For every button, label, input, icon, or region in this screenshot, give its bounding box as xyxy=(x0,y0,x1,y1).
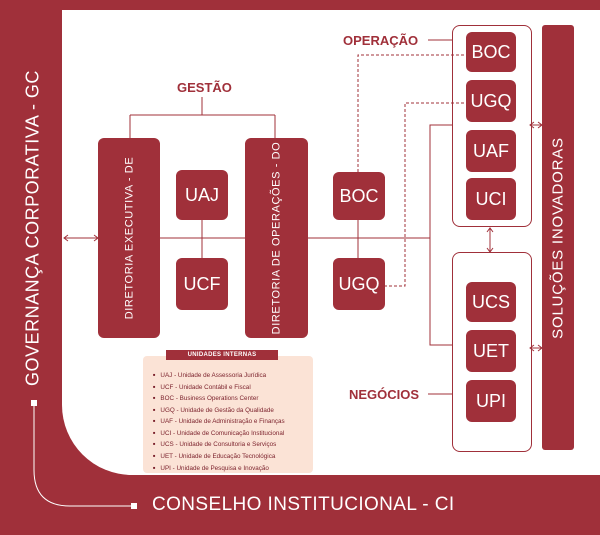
op-boc-box: BOC xyxy=(466,32,516,72)
gc-connector-dot xyxy=(31,400,37,406)
diretoria-executiva-box: DIRETORIA EXECUTIVA - DE xyxy=(98,138,160,338)
neg-upi-label: UPI xyxy=(475,390,506,411)
legend-item-uaj: UAJ - Unidade de Assessoria Jurídica xyxy=(153,370,285,382)
diretoria-operacoes-box: DIRETORIA DE OPERAÇÕES - DO xyxy=(245,138,308,338)
solucoes-inovadoras-box xyxy=(542,25,574,450)
do-boc-box: BOC xyxy=(333,172,385,220)
do-ugq-label: UGQ xyxy=(338,273,380,294)
legend-item-ucs: UCS - Unidade de Consultoria e Serviços xyxy=(153,439,285,451)
legend-item-ugq: UGQ - Unidade de Gestão da Qualidade xyxy=(153,405,285,417)
legend-panel: UAJ - Unidade de Assessoria Jurídica UCF… xyxy=(143,356,313,473)
op-uci-label: UCI xyxy=(475,188,507,209)
gestao-label: GESTÃO xyxy=(177,80,232,95)
op-uaf-box: UAF xyxy=(466,130,516,172)
legend-title: UNIDADES INTERNAS xyxy=(166,350,278,360)
legend-list: UAJ - Unidade de Assessoria Jurídica UCF… xyxy=(153,370,285,475)
neg-ucs-label: UCS xyxy=(471,291,510,312)
ucf-label: UCF xyxy=(183,273,221,294)
legend-item-boc: BOC - Business Operations Center xyxy=(153,393,285,405)
legend-item-ucf: UCF - Unidade Contábil e Fiscal xyxy=(153,382,285,394)
op-uaf-label: UAF xyxy=(473,140,509,161)
op-uci-box: UCI xyxy=(466,178,516,220)
uaj-label: UAJ xyxy=(184,184,219,205)
op-boc-label: BOC xyxy=(471,41,511,62)
neg-upi-box: UPI xyxy=(466,380,516,422)
council-label: CONSELHO INSTITUCIONAL - CI xyxy=(152,494,455,515)
ci-connector-dot xyxy=(131,503,137,509)
do-boc-label: BOC xyxy=(339,185,379,206)
neg-ucs-box: UCS xyxy=(466,282,516,322)
frame-top xyxy=(0,0,600,10)
solucoes-inovadoras-label: SOLUÇÕES INOVADORAS xyxy=(549,137,567,339)
operacao-label: OPERAÇÃO xyxy=(343,33,419,48)
negocios-label: NEGÓCIOS xyxy=(349,387,420,402)
legend-item-upi: UPI - Unidade de Pesquisa e Inovação xyxy=(153,463,285,475)
legend-item-uci: UCI - Unidade de Comunicação Institucion… xyxy=(153,428,285,440)
op-ugq-label: UGQ xyxy=(470,90,512,111)
diretoria-operacoes-label: DIRETORIA DE OPERAÇÕES - DO xyxy=(270,141,283,335)
do-ugq-box: UGQ xyxy=(333,258,385,310)
neg-uet-box: UET xyxy=(466,330,516,372)
ucf-box: UCF xyxy=(176,258,228,310)
negocios-panel xyxy=(452,252,532,452)
op-ugq-box: UGQ xyxy=(466,80,516,122)
legend-item-uet: UET - Unidade de Educação Tecnológica xyxy=(153,451,285,463)
operacao-panel xyxy=(452,25,532,227)
legend-item-uaf: UAF - Unidade de Administração e Finança… xyxy=(153,416,284,428)
uaj-box: UAJ xyxy=(176,170,228,220)
neg-uet-label: UET xyxy=(473,340,509,361)
diretoria-executiva-label: DIRETORIA EXECUTIVA - DE xyxy=(123,156,135,320)
